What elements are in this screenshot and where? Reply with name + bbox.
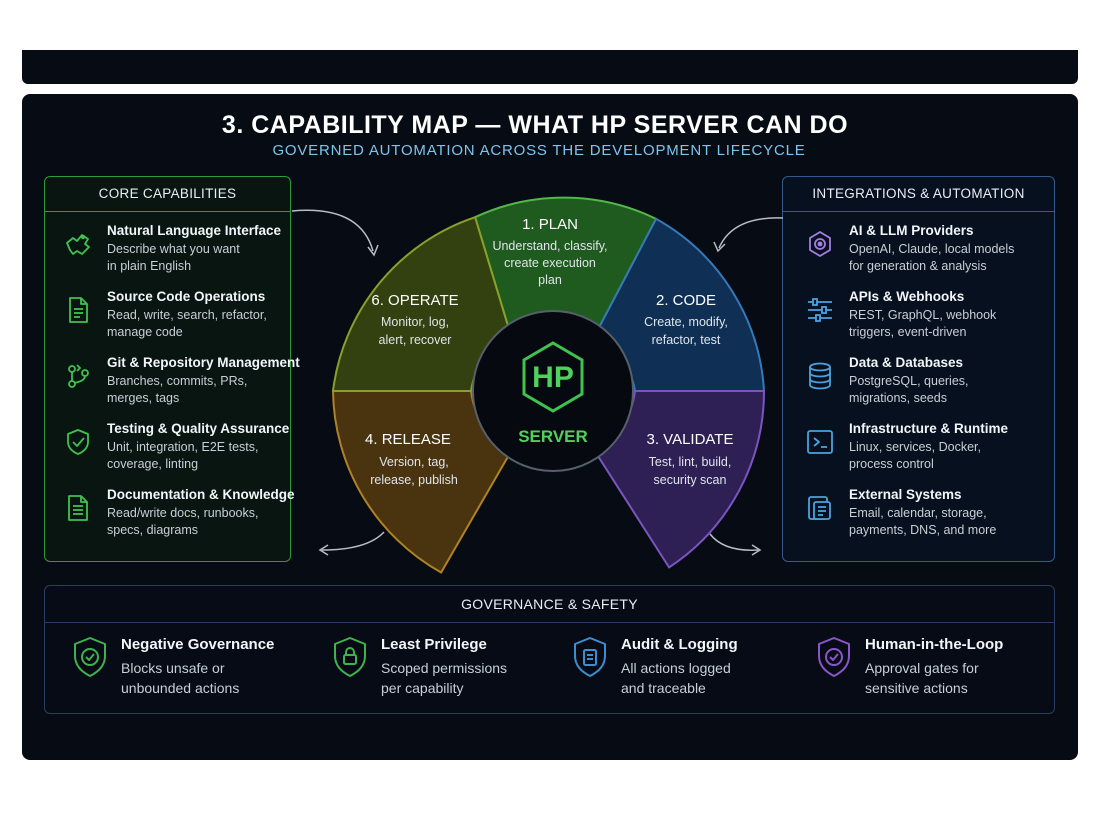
core-capabilities-panel: CORE CAPABILITIES Natural Language Inter… [44,176,300,562]
stage-validate-desc: Test, lint, build, [649,455,732,469]
stage-operate-title: 6. OPERATE [371,292,458,309]
shield-lock-icon [334,637,366,677]
integration-item-desc: Email, calendar, storage,payments, DNS, … [849,506,997,537]
shield-check-icon [67,429,89,455]
stage-code-desc: Create, modify, [644,315,728,329]
core-item-title: Source Code Operations [107,289,266,304]
sliders-icon [808,298,832,322]
shield-audit-icon [574,637,606,677]
integrations-heading: INTEGRATIONS & AUTOMATION [783,177,1054,212]
integration-item-title: APIs & Webhooks [849,289,965,304]
core-item-source-code: Source Code Operations Read, write, sear… [45,289,290,355]
governance-item-title: Least Privilege [381,636,487,653]
core-item-title: Documentation & Knowledge [107,487,295,502]
shield-check-icon [74,637,106,677]
page-title: 3. CAPABILITY MAP — WHAT HP SERVER CAN D… [221,111,849,139]
core-item-git: Git & Repository Management Branches, co… [45,355,300,421]
stage-release-title: 4. RELEASE [365,431,451,448]
integration-item-desc: PostgreSQL, queries,migrations, seeds [849,374,969,405]
stage-plan-desc: Understand, classify, [492,239,607,253]
server-label: SERVER [518,427,588,446]
stage-validate-title: 3. VALIDATE [647,431,734,448]
integration-item-title: Data & Databases [849,355,964,370]
arrow-to-right-bottom [709,533,762,556]
governance-item-title: Audit & Logging [621,636,738,653]
page-subtitle: GOVERNED AUTOMATION ACROSS THE DEVELOPME… [272,142,806,159]
core-item-desc: Read/write docs, runbooks,specs, diagram… [107,506,259,537]
git-icon [68,364,89,388]
document-icon [69,297,88,323]
core-item-title: Git & Repository Management [107,355,300,370]
stage-plan-title: 1. PLAN [522,216,578,233]
core-item-title: Testing & Quality Assurance [107,421,290,436]
integration-item-title: Infrastructure & Runtime [849,421,1009,436]
external-systems-icon [808,496,831,520]
stage-plan-desc: plan [538,273,562,287]
core-item-testing: Testing & Quality Assurance Unit, integr… [45,421,290,487]
governance-panel: GOVERNANCE & SAFETY Negative Governance … [44,585,1055,714]
stage-validate-desc: security scan [654,473,727,487]
docs-icon [68,495,88,521]
stage-operate-desc: alert, recover [379,333,452,347]
core-item-documentation: Documentation & Knowledge Read/write doc… [45,487,295,553]
core-capabilities-heading: CORE CAPABILITIES [45,177,290,212]
governance-item-title: Human-in-the-Loop [865,636,1004,653]
core-item-desc: Unit, integration, E2E tests,coverage, l… [107,440,259,471]
integration-item-ai: AI & LLM Providers OpenAI, Claude, local… [783,223,1054,289]
core-item-natural-language: Natural Language Interface Describe what… [45,223,290,289]
stage-code-title: 2. CODE [656,292,716,309]
arrow-to-core-left [318,531,385,556]
lifecycle-diagram: HP SERVER 1. PLAN Understand, classify, … [331,196,766,574]
stage-operate-desc: Monitor, log, [381,315,449,329]
shield-person-icon [818,637,850,677]
core-item-desc: Read, write, search, refactor,manage cod… [107,308,267,339]
stage-code-desc: refactor, test [652,333,721,347]
arrow-to-cycle-left [291,209,379,257]
hp-logo-text: HP [532,361,574,394]
terminal-icon [807,430,833,454]
integration-item-title: External Systems [849,487,962,502]
integrations-panel: INTEGRATIONS & AUTOMATION AI & LLM Provi… [782,176,1055,562]
stage-release-desc: Version, tag, [379,455,449,469]
governance-item-title: Negative Governance [121,636,275,653]
stage-plan-desc: create execution [504,256,596,270]
core-item-title: Natural Language Interface [107,223,282,238]
integration-item-databases: Data & Databases PostgreSQL, queries,mig… [783,355,1054,421]
integration-item-desc: Linux, services, Docker,process control [849,440,981,471]
top-dark-bar [22,50,1078,84]
arrow-from-integrations [713,217,784,253]
ai-chip-icon [809,230,831,258]
center-hub [472,310,634,472]
stage-release-desc: release, publish [370,473,458,487]
hp-logo-hexagon [522,341,584,413]
integration-item-title: AI & LLM Providers [849,223,974,238]
database-icon [809,362,831,390]
core-item-desc: Branches, commits, PRs,merges, tags [107,374,248,405]
integration-item-external: External Systems Email, calendar, storag… [783,487,1054,553]
governance-heading: GOVERNANCE & SAFETY [45,586,1054,623]
integration-item-infrastructure: Infrastructure & Runtime Linux, services… [783,421,1054,487]
chat-hand-icon [66,234,90,255]
